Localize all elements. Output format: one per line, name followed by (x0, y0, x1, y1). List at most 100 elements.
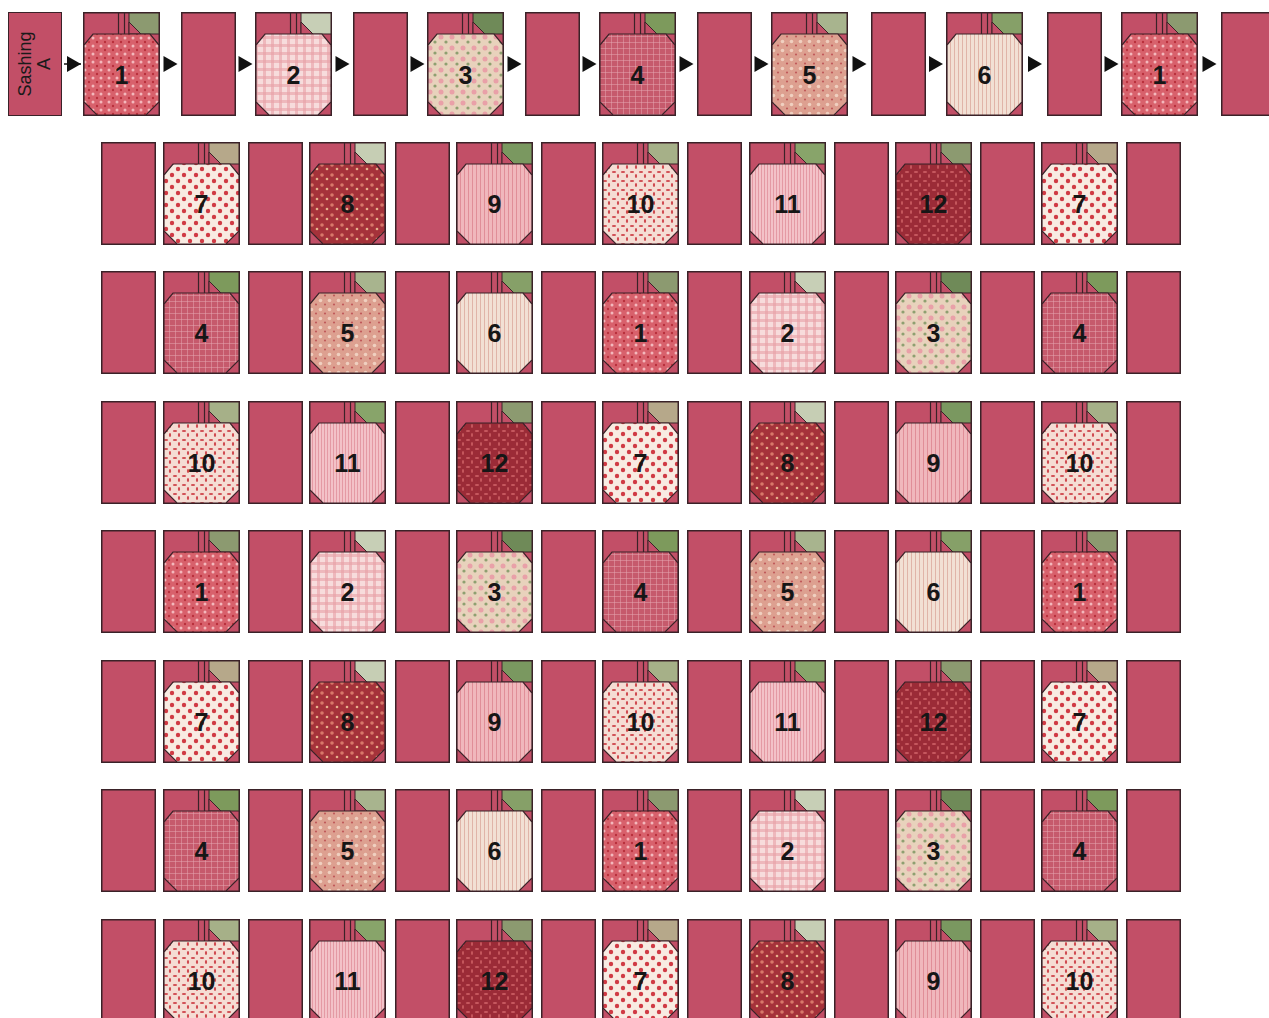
apple-block: 8 (749, 401, 826, 504)
direction-arrow (411, 56, 425, 72)
sashing-label: Sashing A (16, 31, 54, 96)
block-number: 1 (634, 839, 648, 864)
block-number: 2 (781, 321, 795, 346)
block-number: 2 (781, 839, 795, 864)
direction-arrow (239, 56, 253, 72)
sashing-strip (102, 143, 156, 245)
sashing-strip (249, 661, 303, 763)
apple-block: 5 (771, 12, 848, 116)
apple-block: 9 (895, 401, 972, 504)
sashing-strip (1127, 531, 1181, 633)
sashing-strip (835, 402, 889, 504)
apple-block: 10 (163, 401, 240, 504)
block-number: 10 (188, 451, 216, 476)
sashing-strip (981, 790, 1035, 892)
sashing-strip (688, 272, 742, 374)
sashing-strip (835, 661, 889, 763)
sashing-strip (698, 13, 752, 116)
block-number: 1 (1153, 63, 1167, 88)
direction-arrow (1105, 56, 1119, 72)
direction-arrow (1028, 56, 1042, 72)
apple-block: 8 (309, 142, 386, 245)
sashing-strip (1127, 143, 1181, 245)
apple-block: 2 (309, 530, 386, 633)
block-number: 8 (341, 192, 355, 217)
block-number: 11 (334, 451, 360, 476)
block-number: 12 (481, 969, 509, 994)
apple-block: 7 (602, 919, 679, 1018)
sashing-strip (1127, 790, 1181, 892)
block-number: 8 (341, 710, 355, 735)
sashing-strip (688, 790, 742, 892)
direction-arrow (336, 56, 350, 72)
block-number: 4 (195, 839, 209, 864)
apple-block: 3 (456, 530, 533, 633)
apple-block: 12 (895, 660, 972, 763)
block-number: 7 (634, 451, 648, 476)
sashing-strip (396, 920, 450, 1018)
block-number: 5 (781, 580, 795, 605)
sashing-strip (981, 143, 1035, 245)
apple-block: 2 (255, 12, 332, 116)
block-number: 4 (1073, 321, 1087, 346)
block-number: 9 (927, 451, 941, 476)
sashing-strip (249, 920, 303, 1018)
apple-block: 9 (456, 142, 533, 245)
sashing-strip (249, 143, 303, 245)
apple-block: 4 (599, 12, 676, 116)
sashing-strip (835, 531, 889, 633)
sashing-strip (542, 531, 596, 633)
block-number: 9 (488, 710, 502, 735)
sashing-strip (981, 920, 1035, 1018)
block-number: 1 (195, 580, 209, 605)
apple-block: 5 (309, 789, 386, 892)
direction-arrow (680, 56, 694, 72)
block-number: 7 (1073, 710, 1087, 735)
apple-block: 6 (456, 789, 533, 892)
apple-block: 10 (1041, 919, 1118, 1018)
block-number: 3 (927, 321, 941, 346)
apple-block: 4 (163, 271, 240, 374)
apple-block: 1 (602, 271, 679, 374)
block-number: 10 (188, 969, 216, 994)
sashing-strip (102, 790, 156, 892)
sashing-strip (981, 402, 1035, 504)
apple-block: 7 (163, 660, 240, 763)
block-number: 9 (488, 192, 502, 217)
block-number: 8 (781, 451, 795, 476)
apple-block: 1 (602, 789, 679, 892)
apple-block: 7 (602, 401, 679, 504)
apple-block: 11 (309, 401, 386, 504)
direction-arrow (583, 56, 597, 72)
block-number: 7 (1073, 192, 1087, 217)
block-number: 4 (195, 321, 209, 346)
sashing-strip (1048, 13, 1102, 116)
block-number: 12 (920, 710, 948, 735)
sashing-strip (981, 661, 1035, 763)
block-number: 1 (1073, 580, 1087, 605)
sashing-strip (1222, 13, 1269, 116)
sashing-strip (102, 531, 156, 633)
sashing-strip (102, 402, 156, 504)
apple-block: 4 (1041, 789, 1118, 892)
sashing-strip (1127, 920, 1181, 1018)
block-number: 12 (481, 451, 509, 476)
sashing-strip (542, 272, 596, 374)
arrow-head (67, 56, 81, 72)
direction-arrow (1203, 56, 1217, 72)
block-number: 11 (774, 710, 800, 735)
block-number: 9 (927, 969, 941, 994)
apple-block: 12 (456, 919, 533, 1018)
block-number: 4 (634, 580, 648, 605)
sashing-strip (835, 920, 889, 1018)
sashing-strip (396, 143, 450, 245)
block-number: 5 (341, 839, 355, 864)
sashing-strip (688, 531, 742, 633)
apple-block: 7 (163, 142, 240, 245)
apple-block: 10 (1041, 401, 1118, 504)
apple-block: 6 (946, 12, 1023, 116)
apple-block: 11 (749, 660, 826, 763)
apple-block: 4 (1041, 271, 1118, 374)
apple-block: 9 (895, 919, 972, 1018)
